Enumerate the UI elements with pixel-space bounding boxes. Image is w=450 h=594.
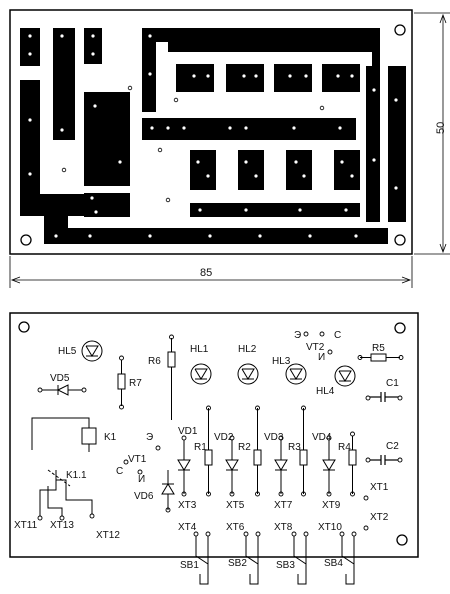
- label-r6: R6: [148, 356, 161, 367]
- label-r7: R7: [129, 378, 142, 389]
- label-xt10: XT10: [318, 522, 342, 533]
- label-vt2-emitter: Э: [294, 330, 301, 341]
- label-xt6: XT6: [226, 522, 245, 533]
- drill-holes: [28, 34, 398, 238]
- label-vd1: VD1: [178, 426, 198, 437]
- label-xt1: XT1: [370, 482, 389, 493]
- mounting-hole: [396, 534, 408, 546]
- mounting-hole: [20, 234, 32, 246]
- dimension-height: [414, 12, 450, 255]
- label-vt1-emitter: Э: [146, 432, 153, 443]
- label-r5: R5: [372, 343, 385, 354]
- label-r2: R2: [238, 442, 251, 453]
- component-board-outline: [9, 312, 419, 558]
- label-xt5: XT5: [226, 500, 245, 511]
- label-vt1-base: И: [138, 474, 145, 485]
- label-vt2-collector: С: [334, 330, 341, 341]
- label-c1: C1: [386, 378, 399, 389]
- label-xt8: XT8: [274, 522, 293, 533]
- label-hl4: HL4: [316, 386, 335, 397]
- pcb-copper-view: 85 50: [9, 9, 450, 288]
- label-xt3: XT3: [178, 500, 197, 511]
- open-holes: [61, 85, 325, 203]
- label-k1-1: K1.1: [66, 470, 87, 481]
- label-vt1-collector: C: [116, 466, 123, 477]
- label-hl1: HL1: [190, 344, 209, 355]
- label-xt13: XT13: [50, 520, 74, 531]
- label-vt2-base: И: [318, 352, 325, 363]
- height-dimension-label: 50: [435, 122, 447, 134]
- component-layout-view: HL5 R6 R7 HL1 HL2 HL3 HL4 VT2 Э С И R5 C…: [9, 312, 419, 585]
- diode-symbols: [42, 384, 336, 510]
- label-sb4: SB4: [324, 558, 343, 569]
- led-symbols: [81, 340, 356, 387]
- width-dimension-label: 85: [200, 267, 212, 279]
- label-sb2: SB2: [228, 558, 247, 569]
- label-xt2: XT2: [370, 512, 389, 523]
- label-sb3: SB3: [276, 560, 295, 571]
- label-vt2: VT2: [306, 342, 325, 353]
- label-vd4: VD4: [312, 432, 332, 443]
- label-hl3: HL3: [272, 356, 291, 367]
- label-r1: R1: [194, 442, 207, 453]
- dimension-width: [9, 256, 413, 288]
- label-k1: K1: [104, 432, 117, 443]
- mounting-hole: [394, 234, 406, 246]
- label-hl2: HL2: [238, 344, 257, 355]
- label-vd6: VD6: [134, 491, 154, 502]
- capacitor-symbols: [370, 392, 398, 465]
- resistor-symbols: [117, 338, 400, 494]
- copper-traces: [20, 28, 406, 244]
- mounting-hole: [394, 322, 406, 334]
- label-sb1: SB1: [180, 560, 199, 571]
- label-xt11: XT11: [14, 520, 38, 531]
- label-r4: R4: [338, 442, 351, 453]
- label-r3: R3: [288, 442, 301, 453]
- label-vd2: VD2: [214, 432, 234, 443]
- label-xt12: XT12: [96, 530, 120, 541]
- mounting-hole: [394, 24, 406, 36]
- label-xt9: XT9: [322, 500, 341, 511]
- mounting-hole: [18, 321, 30, 333]
- label-hl5: HL5: [58, 346, 77, 357]
- component-pads: [37, 331, 404, 537]
- label-xt7: XT7: [274, 500, 293, 511]
- relay-k1: [31, 417, 97, 516]
- label-vd3: VD3: [264, 432, 284, 443]
- label-xt4: XT4: [178, 522, 197, 533]
- pushbutton-symbols: [195, 536, 355, 585]
- label-c2: C2: [386, 441, 399, 452]
- label-vd5: VD5: [50, 373, 70, 384]
- label-vt1: VT1: [128, 454, 147, 465]
